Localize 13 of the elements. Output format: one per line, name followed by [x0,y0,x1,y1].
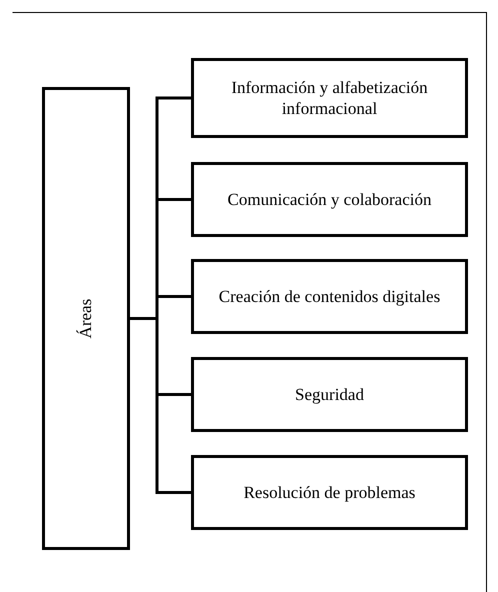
area-box [191,58,468,138]
area-box [191,455,468,530]
category-label: Áreas [75,298,96,338]
area-label: Seguridad [295,384,364,406]
area-box [191,162,468,237]
area-box [191,259,468,334]
area-label: Información y alfabetización informacional [230,76,429,120]
area-label: Resolución de problemas [244,482,416,504]
area-box [191,357,468,432]
area-label: Creación de contenidos digitales [218,286,440,308]
connector-line [130,317,191,494]
category-box [42,87,130,550]
area-label: Comunicación y colaboración [228,188,432,210]
